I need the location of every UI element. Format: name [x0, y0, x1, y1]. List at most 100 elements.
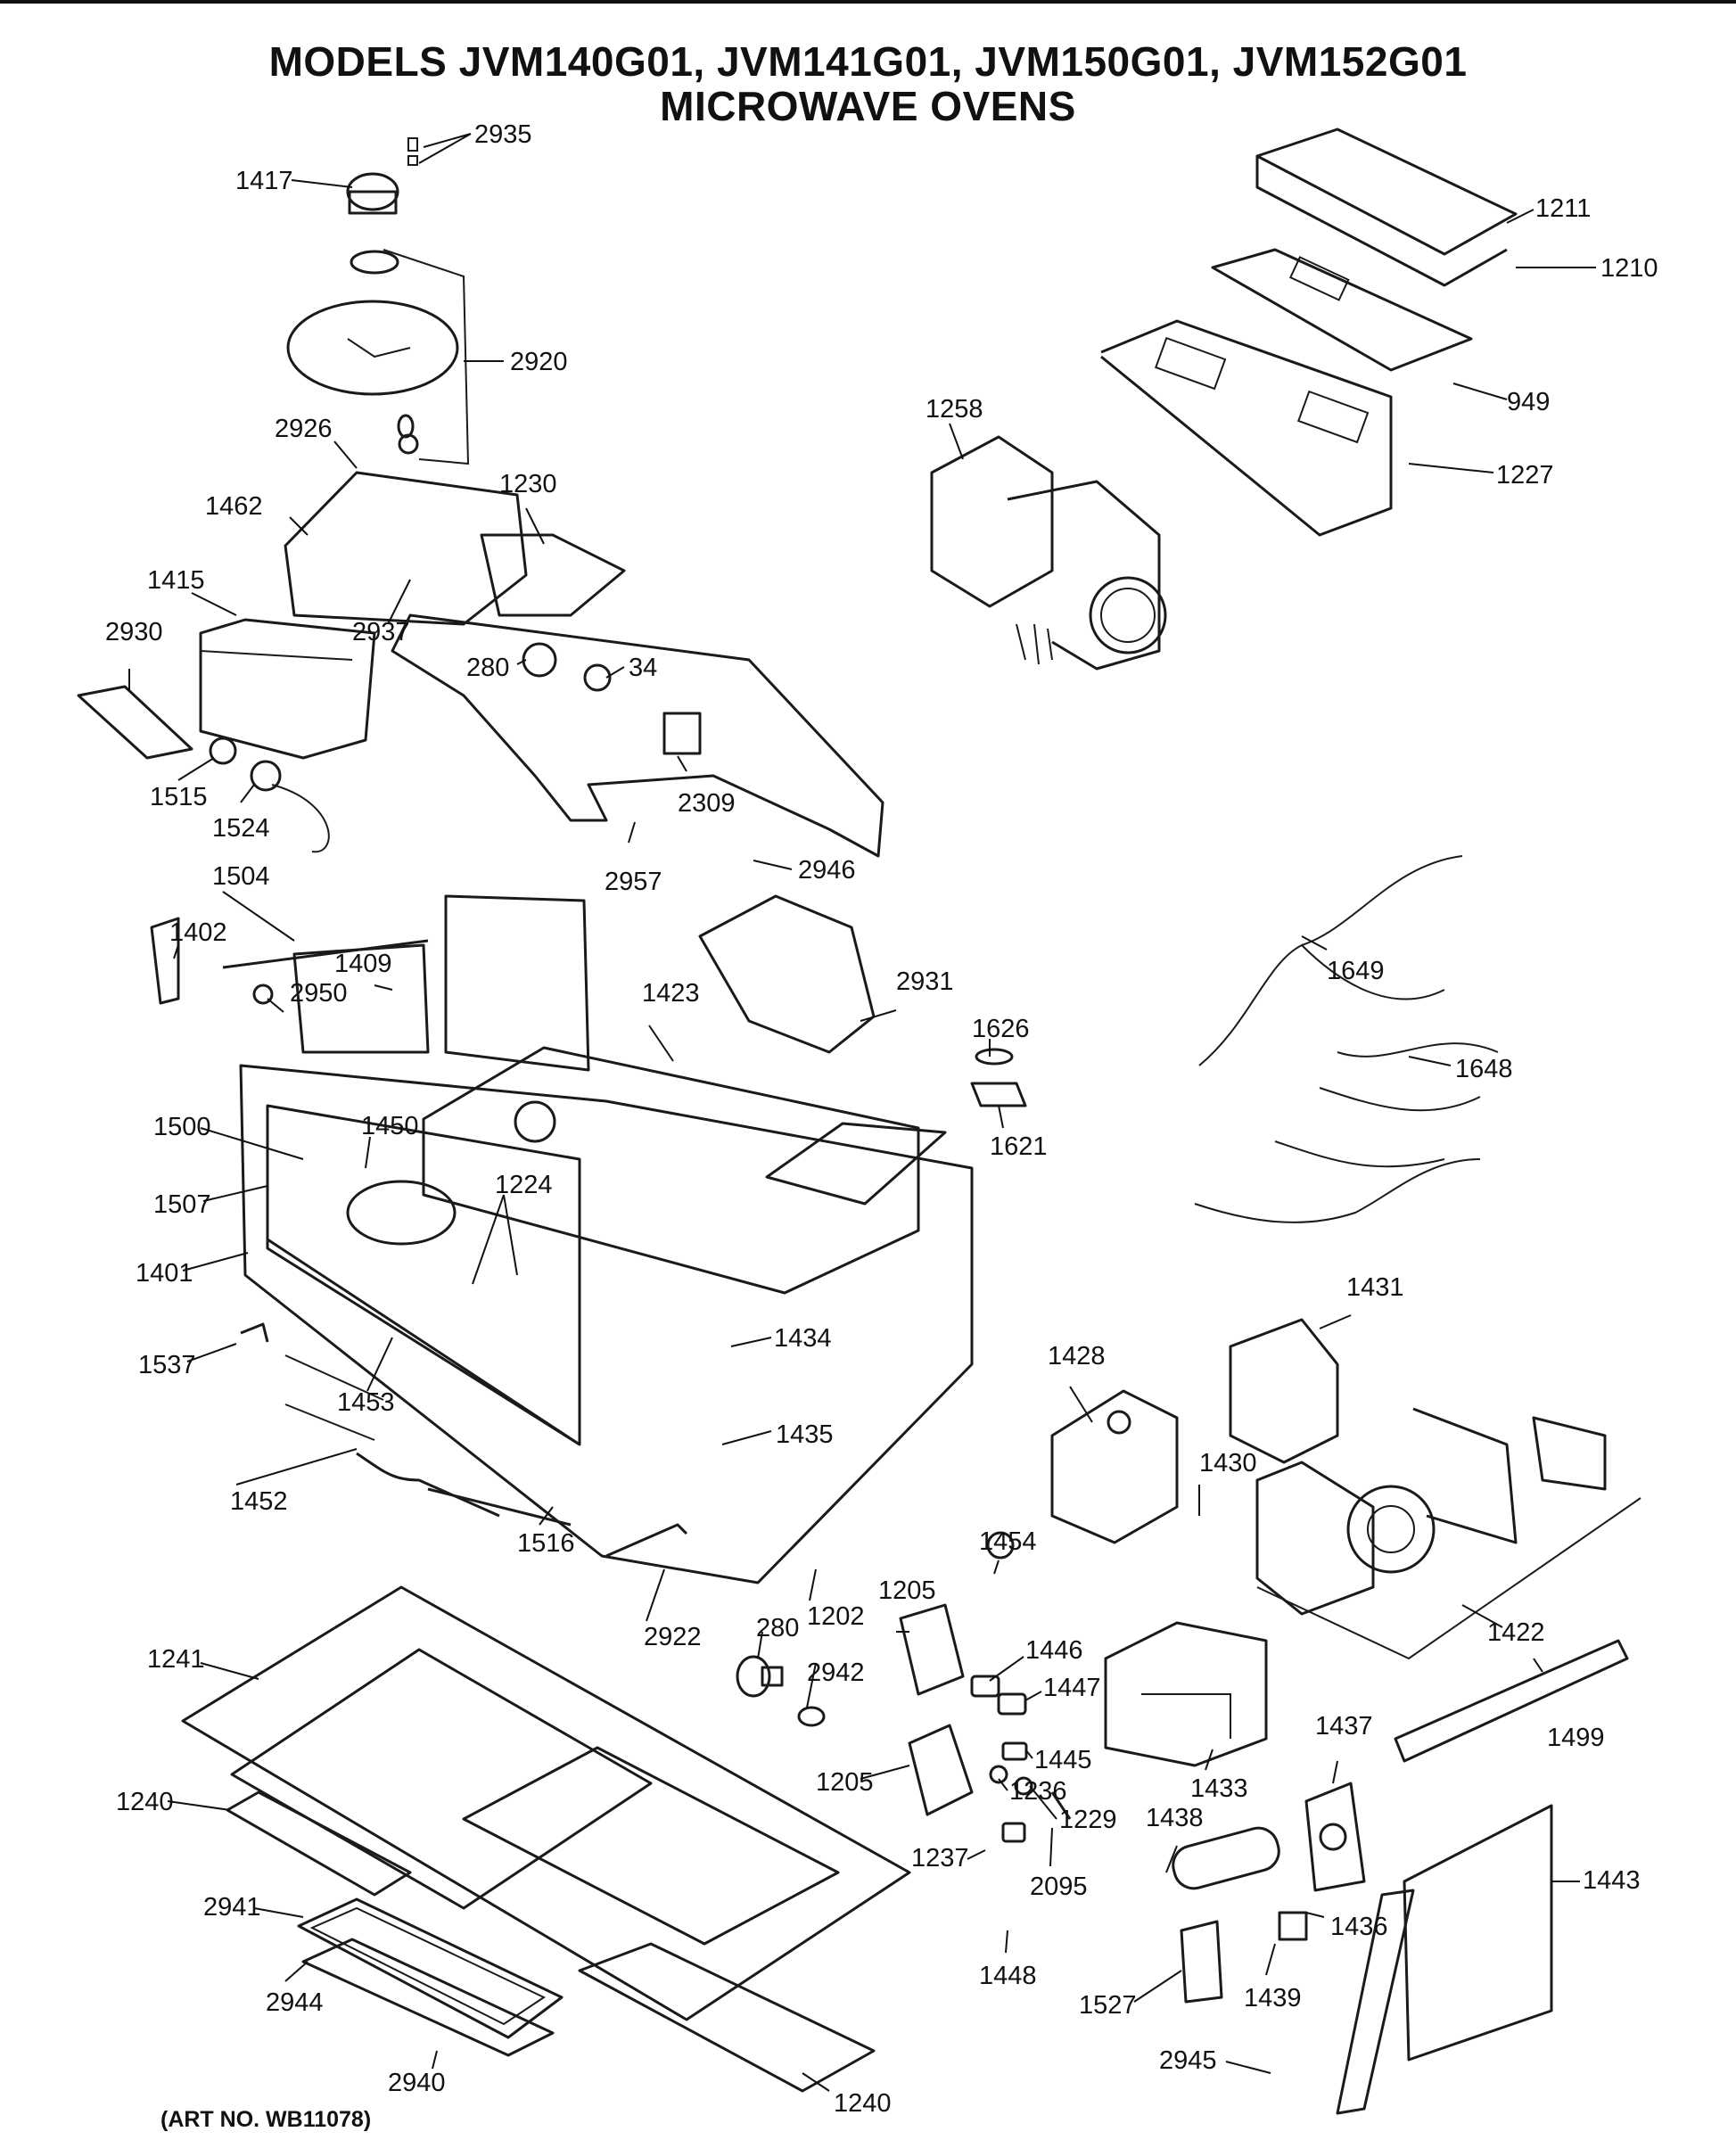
callout-1499: 1499	[1547, 1724, 1605, 1752]
callout-1237: 1237	[911, 1844, 969, 1872]
callout-1507: 1507	[153, 1190, 211, 1219]
callout-1211: 1211	[1535, 194, 1591, 223]
callout-1230: 1230	[499, 470, 557, 498]
callout-2309: 2309	[678, 789, 736, 818]
callout-1205-lower: 1205	[816, 1768, 874, 1797]
diode-bracket	[1304, 1782, 1366, 1892]
callout-2920: 2920	[510, 348, 568, 376]
callout-2944: 2944	[266, 1988, 324, 2017]
fan-bracket	[1394, 1639, 1629, 1763]
callout-2940: 2940	[388, 2069, 446, 2097]
oven-cavity	[239, 894, 974, 1584]
callout-labels: 2935 1417 2920 2926 1230 1462 1415 2937 …	[105, 120, 1658, 2118]
callout-1446: 1446	[1025, 1636, 1083, 1665]
callout-1439: 1439	[1244, 1984, 1302, 2012]
magnetron	[1050, 1389, 1179, 1544]
callout-1210: 1210	[1600, 254, 1658, 283]
wire-harness	[1194, 855, 1499, 1223]
callout-1500: 1500	[153, 1113, 211, 1141]
thermal-protector	[1180, 1911, 1308, 2004]
callout-2942: 2942	[807, 1658, 865, 1687]
callout-1649: 1649	[1327, 957, 1385, 985]
callout-2922: 2922	[644, 1623, 702, 1651]
callout-1227: 1227	[1496, 461, 1554, 490]
callout-949: 949	[1507, 388, 1550, 416]
callout-280-upper: 280	[466, 654, 509, 682]
callout-1527: 1527	[1079, 1991, 1137, 2020]
air-duct	[1229, 1318, 1339, 1464]
callout-1434: 1434	[774, 1324, 832, 1353]
callout-2930: 2930	[105, 618, 163, 646]
callout-1648: 1648	[1455, 1055, 1513, 1083]
callout-1462: 1462	[205, 492, 263, 521]
control-chassis	[284, 471, 884, 858]
callout-1236: 1236	[1009, 1777, 1067, 1806]
callout-1626: 1626	[972, 1015, 1030, 1043]
callout-1402: 1402	[169, 918, 227, 947]
turntable-motor	[346, 137, 418, 215]
art-number: (ART NO. WB11078)	[160, 2107, 372, 2132]
thermal-rods	[150, 917, 429, 1005]
callout-1516: 1516	[517, 1529, 575, 1558]
callout-1504: 1504	[212, 862, 270, 891]
callout-1452: 1452	[230, 1487, 288, 1516]
callout-2095: 2095	[1030, 1872, 1088, 1901]
side-bracket	[1336, 1804, 1553, 2115]
callout-1515: 1515	[150, 783, 208, 811]
callout-1435: 1435	[776, 1420, 834, 1449]
callout-280-lower: 280	[756, 1614, 799, 1642]
callout-1450: 1450	[361, 1112, 419, 1140]
callout-1258: 1258	[926, 395, 983, 424]
light-lens-panel	[297, 1897, 564, 2057]
callout-1202: 1202	[807, 1602, 865, 1631]
lamp-bulb	[736, 1655, 826, 1727]
callout-2941: 2941	[203, 1893, 261, 1922]
top-vent-cover	[1100, 128, 1518, 537]
power-box	[199, 618, 376, 760]
callout-1240-left: 1240	[116, 1788, 174, 1816]
callout-1445: 1445	[1034, 1746, 1092, 1774]
callout-1224: 1224	[495, 1171, 553, 1199]
transformer	[1104, 1621, 1268, 1767]
callout-1240-right: 1240	[834, 2089, 892, 2118]
callout-1415: 1415	[147, 566, 205, 595]
callout-1537: 1537	[138, 1351, 196, 1379]
callout-1433: 1433	[1190, 1774, 1248, 1803]
callout-1229: 1229	[1059, 1806, 1117, 1834]
bottom-plate	[181, 1585, 911, 2021]
grease-filter-right	[578, 1942, 876, 2093]
callout-1447: 1447	[1043, 1674, 1101, 1702]
callout-2931: 2931	[896, 967, 954, 996]
page-title: MODELS JVM140G01, JVM141G01, JVM150G01, …	[0, 39, 1736, 128]
callout-1401: 1401	[136, 1259, 193, 1288]
leader-lines	[128, 133, 1596, 2092]
callout-1409: 1409	[334, 950, 392, 978]
callout-1205-upper: 1205	[878, 1576, 936, 1605]
turntable	[286, 250, 459, 455]
light-socket	[970, 1048, 1027, 1107]
callout-1423: 1423	[642, 979, 700, 1008]
callout-2926: 2926	[275, 415, 333, 443]
exhaust-fan	[930, 435, 1167, 671]
callout-1454: 1454	[979, 1527, 1037, 1556]
callout-1436: 1436	[1330, 1913, 1388, 1941]
callout-1438: 1438	[1146, 1804, 1204, 1832]
callout-2935: 2935	[474, 120, 532, 149]
callout-1524: 1524	[212, 814, 270, 843]
callout-1422: 1422	[1487, 1618, 1545, 1647]
callout-2937: 2937	[352, 618, 410, 646]
grease-filter-left	[226, 1790, 412, 1897]
blower-assembly	[1255, 1407, 1641, 1660]
callout-1417: 1417	[235, 167, 293, 195]
callout-1453: 1453	[337, 1388, 395, 1417]
turntable-bracket-line	[383, 249, 470, 465]
title-product: MICROWAVE OVENS	[660, 83, 1076, 129]
callout-2950: 2950	[290, 979, 348, 1008]
callout-1621: 1621	[990, 1132, 1048, 1161]
callout-1430: 1430	[1199, 1449, 1257, 1477]
callout-1437: 1437	[1315, 1712, 1373, 1741]
capacitor	[1172, 1826, 1280, 1890]
callout-1431: 1431	[1346, 1273, 1404, 1302]
callout-1448: 1448	[979, 1962, 1037, 1990]
